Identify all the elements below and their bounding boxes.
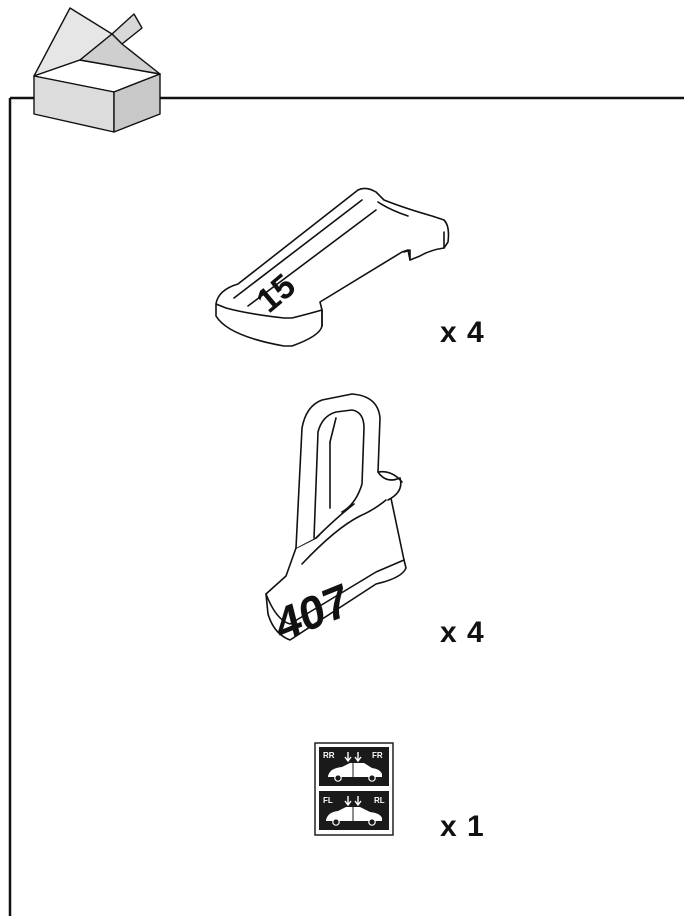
foot-pad-quantity: x 4 <box>440 316 485 349</box>
sticker-label-fl: FL <box>323 796 333 805</box>
sticker-label-rr: RR <box>323 751 335 760</box>
bracket-clip-icon: 407 <box>265 393 407 652</box>
bracket-clip-quantity: x 4 <box>440 616 485 649</box>
open-box-icon <box>33 7 161 133</box>
sticker-quantity: x 1 <box>440 810 485 843</box>
sticker-label-fr: FR <box>372 751 383 760</box>
sticker-bottom: FL RL <box>319 791 389 830</box>
position-sticker-icon: RR FR FL RL <box>314 742 394 836</box>
foot-pad-icon: 15 <box>215 187 450 347</box>
sticker-top: RR FR <box>319 747 389 786</box>
sticker-label-rl: RL <box>374 796 385 805</box>
